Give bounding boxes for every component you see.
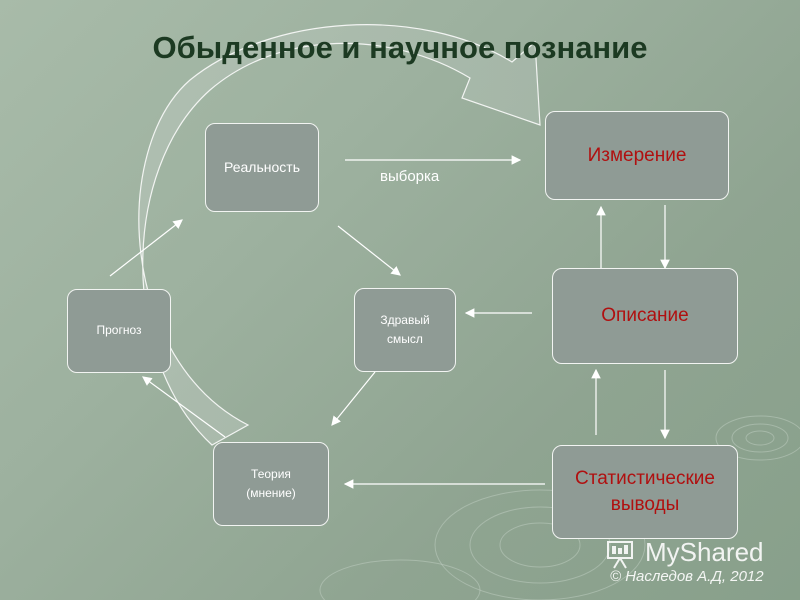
page-title: Обыденное и научное познание: [152, 30, 648, 65]
node-common-sense: Здравый смысл: [354, 288, 456, 372]
presentation-icon: [607, 541, 633, 569]
node-reality: Реальность: [205, 123, 319, 212]
watermark-logo-text: MyShared: [645, 537, 764, 567]
arrow-forecast-to-reality: [109, 219, 183, 277]
watermark-logo: MyShared: [645, 537, 764, 568]
node-forecast: Прогноз: [67, 289, 171, 373]
big-curved-arrow: [138, 24, 541, 446]
node-stat-conclusions: Статистические выводы: [552, 445, 738, 539]
node-theory: Теория (мнение): [213, 442, 329, 526]
node-measurement: Измерение: [545, 111, 729, 200]
arrow-common-sense-to-theory: [331, 371, 376, 426]
node-description: Описание: [552, 268, 738, 364]
edge-label-sampling: выборка: [380, 168, 440, 185]
arrow-theory-to-forecast: [142, 376, 226, 438]
arrow-reality-to-common-sense: [337, 225, 401, 276]
copyright-notice: © Наследов А.Д, 2012: [610, 568, 764, 585]
